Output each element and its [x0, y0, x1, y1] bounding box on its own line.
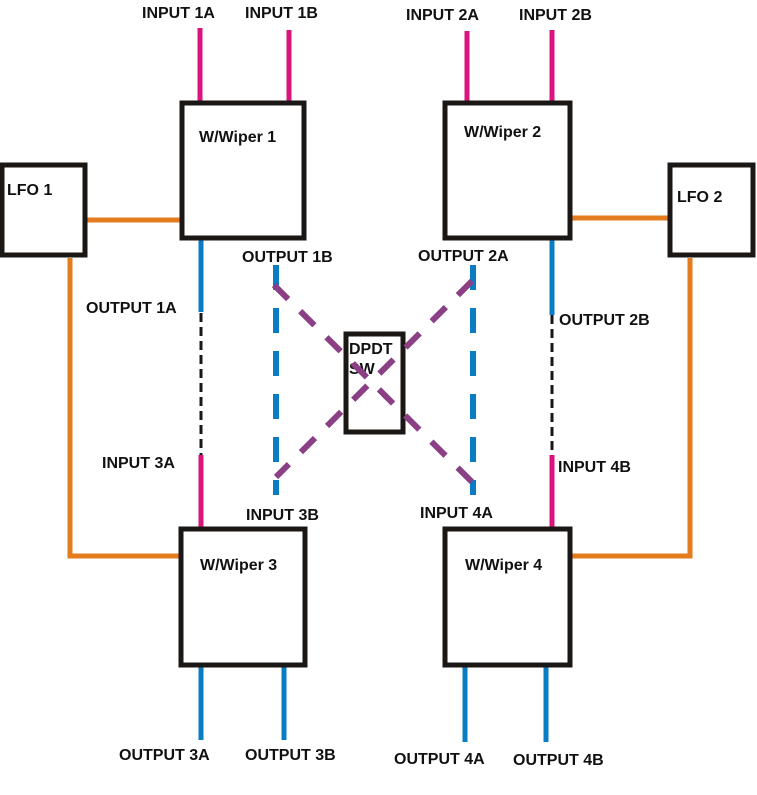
input-1a-label: INPUT 1A: [142, 5, 215, 22]
switch-cross-2a-to-3b: [273, 278, 475, 480]
wiper-1-box[interactable]: [179, 100, 307, 241]
input-1b-label: INPUT 1B: [245, 5, 318, 22]
input-3b-label: INPUT 3B: [246, 507, 319, 524]
output-4b-label: OUTPUT 4B: [513, 752, 604, 769]
output-2a-label: OUTPUT 2A: [418, 248, 509, 265]
wiper-4-box[interactable]: [442, 526, 573, 668]
wiper-4-label: W/Wiper 4: [465, 557, 542, 574]
dpdt-switch-box[interactable]: [343, 331, 406, 435]
lfo1-to-wiper3-wire: [67, 258, 180, 559]
switch-cross-1b-to-4a: [271, 282, 475, 485]
lfo-2-label: LFO 2: [677, 189, 722, 206]
input-3a-label: INPUT 3A: [102, 455, 175, 472]
wiper-3-box[interactable]: [178, 526, 308, 668]
output-1b-label: OUTPUT 1B: [242, 249, 333, 266]
output-1a-label: OUTPUT 1A: [86, 300, 177, 317]
wiper-2-box[interactable]: [442, 100, 573, 241]
input-2a-label: INPUT 2A: [406, 7, 479, 24]
wiper-2-label: W/Wiper 2: [464, 124, 541, 141]
output-2b-label: OUTPUT 2B: [559, 312, 650, 329]
lfo-1-label: LFO 1: [7, 182, 52, 199]
lfo2-to-wiper4-wire: [571, 258, 693, 559]
output-3b-label: OUTPUT 3B: [245, 747, 336, 764]
wiper-1-label: W/Wiper 1: [199, 129, 276, 146]
input-4a-label: INPUT 4A: [420, 505, 493, 522]
output-4a-label: OUTPUT 4A: [394, 751, 485, 768]
lfo-2-box[interactable]: [667, 162, 756, 258]
lfo-1-box[interactable]: [0, 162, 88, 258]
dpdt-label-line1: DPDT: [349, 341, 393, 358]
input-2b-label: INPUT 2B: [519, 7, 592, 24]
input-4b-label: INPUT 4B: [558, 459, 631, 476]
wiper-3-label: W/Wiper 3: [200, 557, 277, 574]
output-3a-label: OUTPUT 3A: [119, 747, 210, 764]
